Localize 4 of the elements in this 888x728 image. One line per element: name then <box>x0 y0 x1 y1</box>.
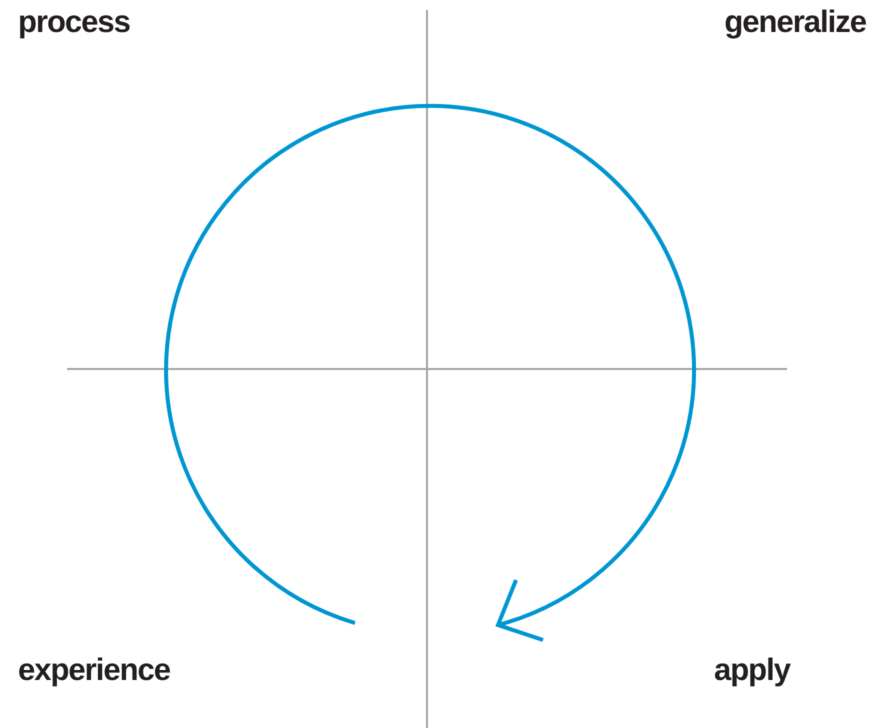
quadrant-label: process <box>18 6 130 37</box>
quadrant-label: generalize <box>724 6 866 37</box>
quadrant-label: apply <box>714 654 790 685</box>
quadrant-label: experience <box>18 654 170 685</box>
